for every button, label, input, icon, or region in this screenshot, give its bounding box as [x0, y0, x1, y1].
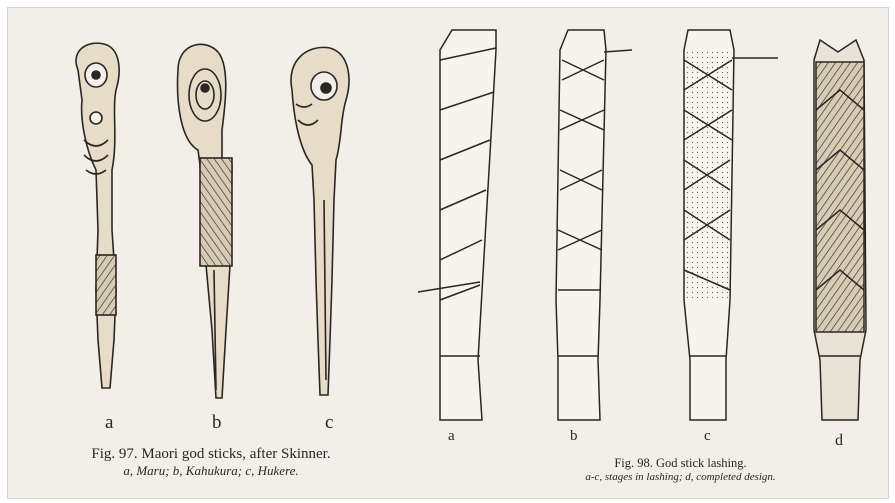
fig97-label-a: a — [105, 412, 113, 434]
fig98-caption-block: Fig. 98. God stick lashing. a-c, stages … — [528, 456, 833, 483]
lashing-completed-d — [814, 40, 866, 420]
fig98-label-d: d — [835, 432, 843, 450]
fig97-label-b: b — [212, 412, 222, 434]
god-stick-c — [291, 47, 349, 395]
fig98-subcaption: a-c, stages in lashing; d, completed des… — [528, 471, 833, 483]
fig98-label-b: b — [570, 428, 578, 445]
god-stick-b — [178, 44, 232, 398]
lashing-stage-a — [418, 30, 496, 420]
fig97-label-c: c — [325, 412, 333, 434]
fig98-label-a: a — [448, 428, 455, 445]
god-stick-a — [76, 43, 119, 388]
fig98-caption: Fig. 98. God stick lashing. — [528, 456, 833, 471]
fig97-caption-block: Fig. 97. Maori god sticks, after Skinner… — [50, 446, 372, 479]
lashing-stage-c — [684, 30, 778, 420]
lashing-stage-b — [556, 30, 632, 420]
fig97-caption: Fig. 97. Maori god sticks, after Skinner… — [50, 446, 372, 463]
fig97-subcaption: a, Maru; b, Kahukura; c, Hukere. — [50, 463, 372, 479]
fig98-label-c: c — [704, 428, 711, 445]
